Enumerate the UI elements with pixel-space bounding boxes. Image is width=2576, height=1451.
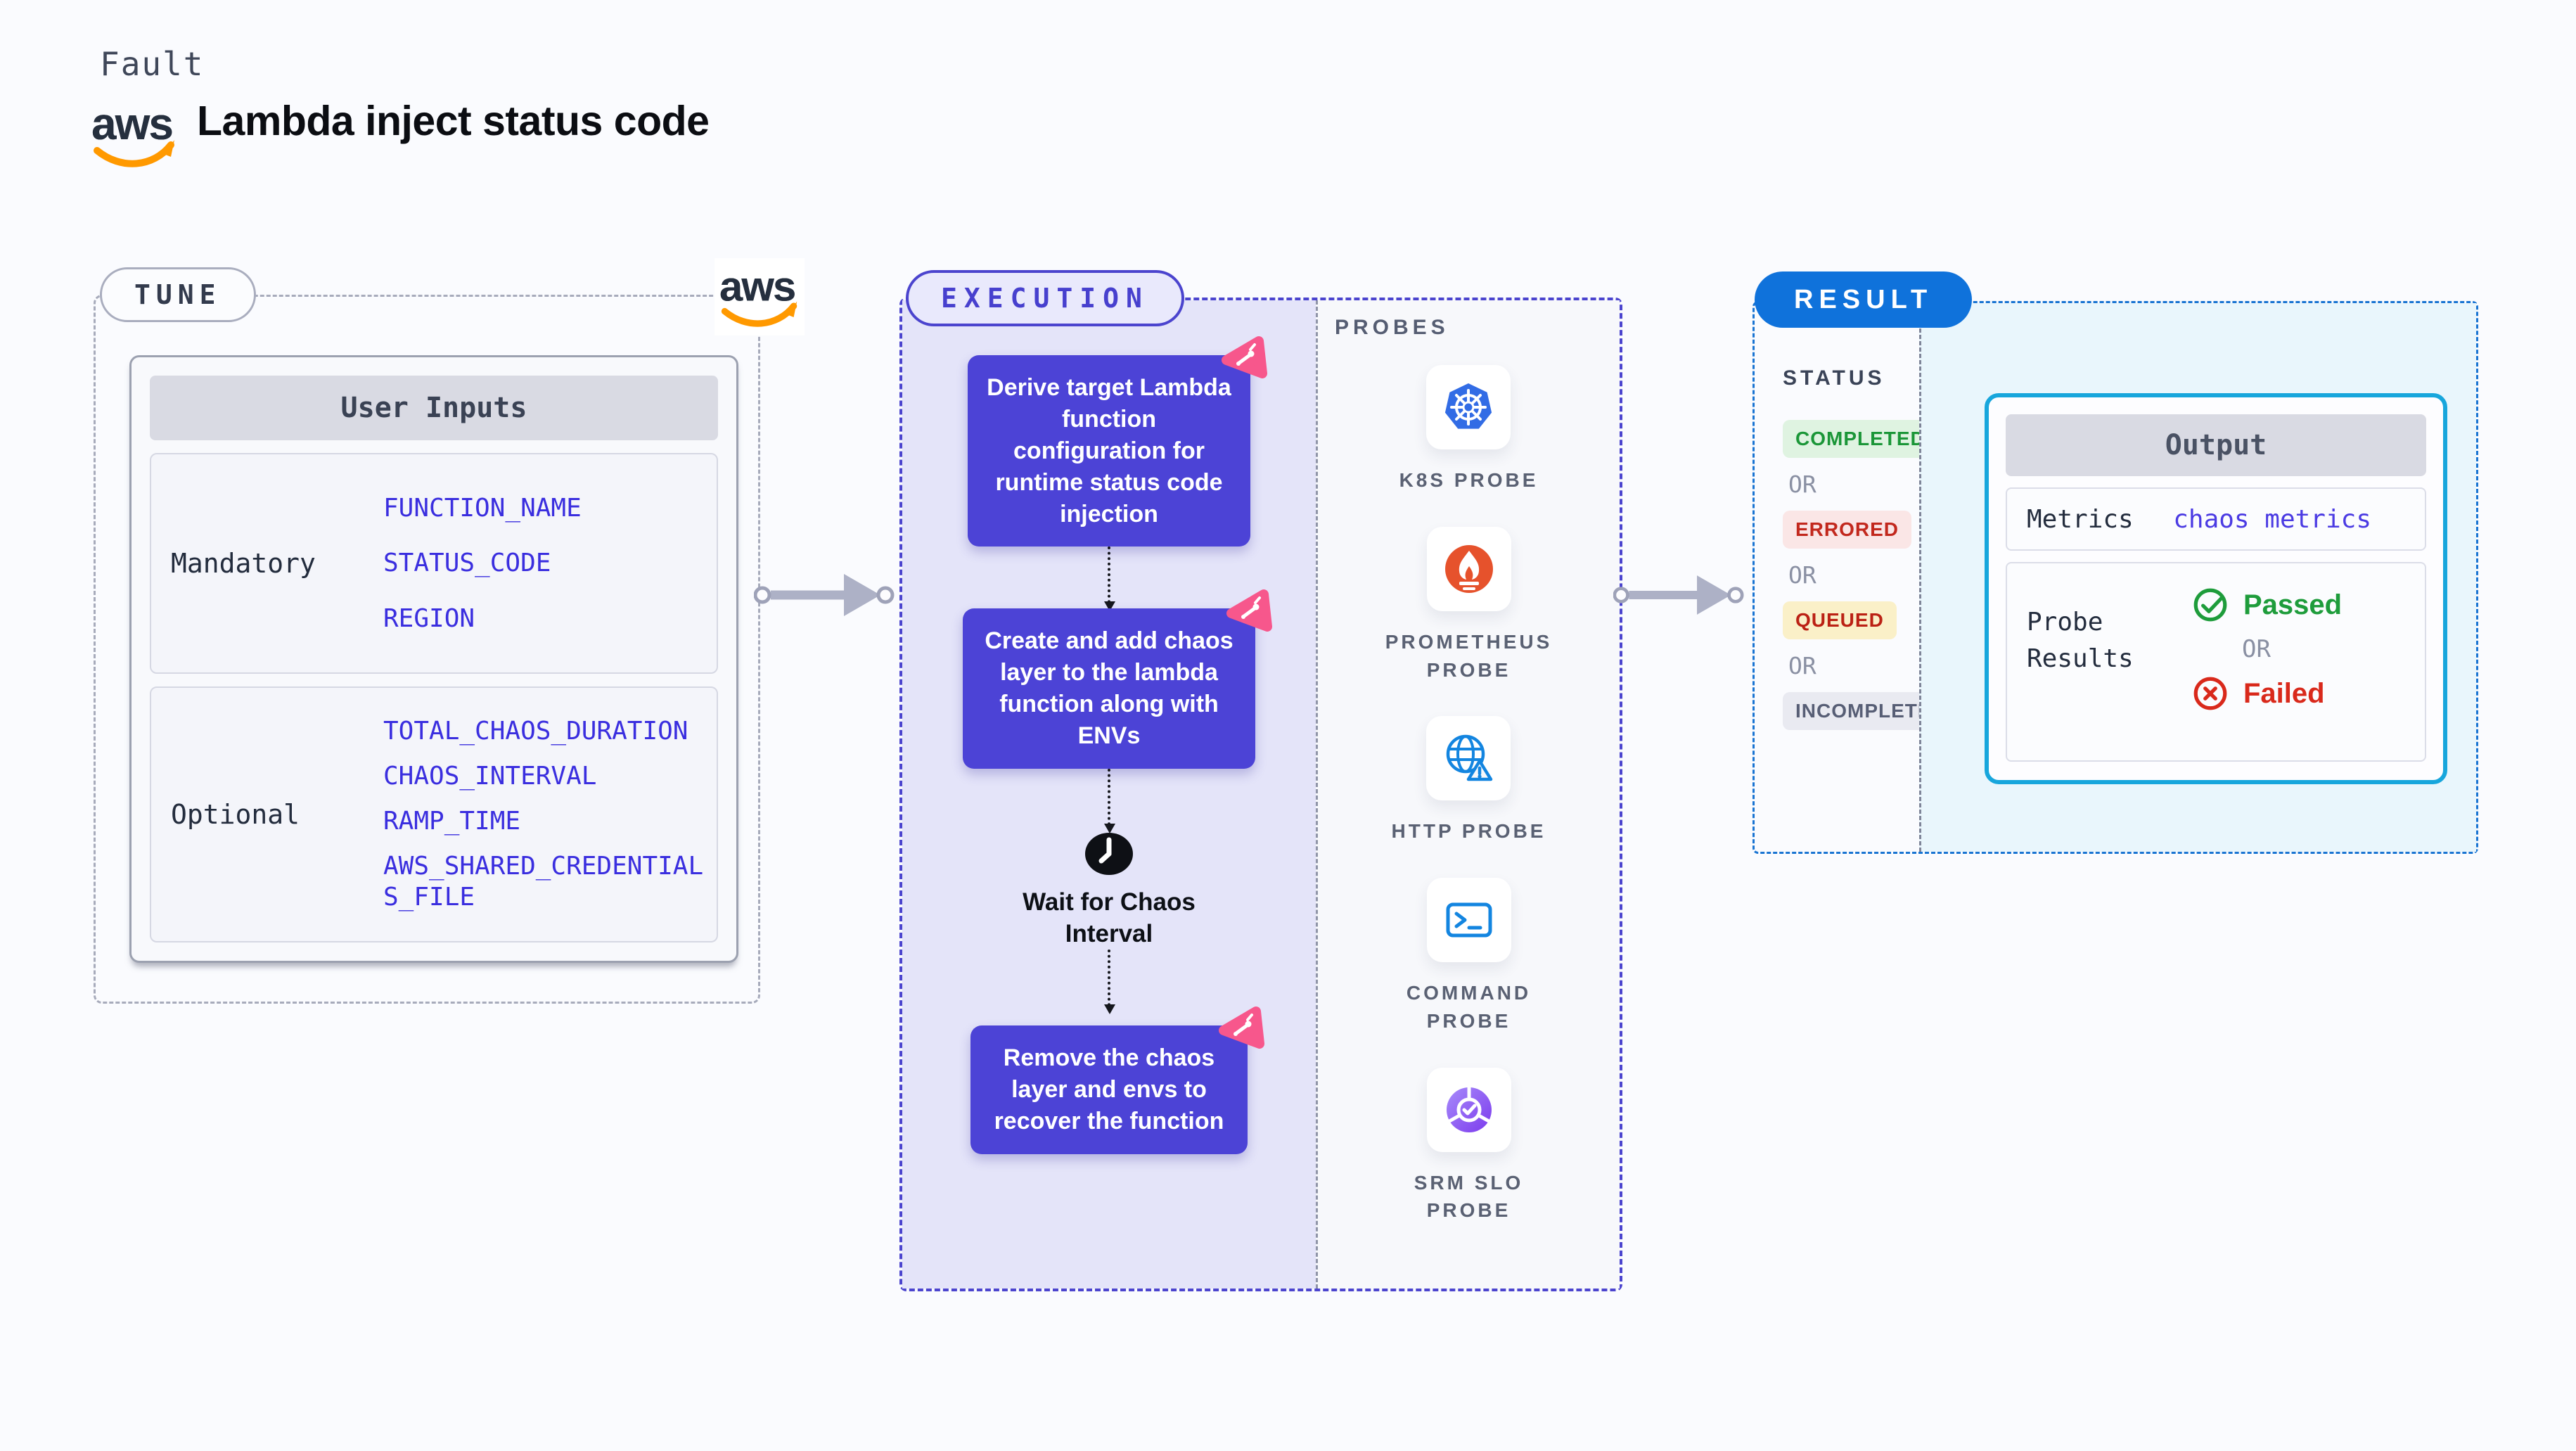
status-column: STATUS COMPLETED OR ERRORED OR QUEUED OR… (1755, 303, 1959, 852)
output-card: Output Metrics chaos metrics Probe Resul… (1985, 393, 2447, 784)
arrow-down-connector (1104, 950, 1115, 1015)
probe-card (1426, 716, 1511, 801)
result-section: RESULT STATUS COMPLETED OR ERRORED OR QU… (1752, 271, 2478, 854)
output-header: Output (2006, 414, 2426, 476)
probe-label: K8S PROBE (1399, 469, 1539, 491)
failed-line: Failed (2191, 675, 2342, 712)
mandatory-params: FUNCTION_NAME STATUS_CODE REGION (383, 454, 717, 672)
srm-slo-icon (1444, 1085, 1494, 1135)
clock-icon (1084, 831, 1134, 877)
metrics-label: Metrics (2027, 504, 2134, 534)
execution-to-result-arrow-icon (1613, 568, 1744, 622)
or-separator: OR (1788, 471, 1816, 498)
user-inputs-header: User Inputs (150, 376, 718, 440)
probe-item: HTTP PROBE (1392, 716, 1546, 845)
probe-item: K8S PROBE (1399, 365, 1539, 494)
probes-column: PROBES K8S PROBE PROMETHEUS PROBE HTTP P… (1316, 300, 1620, 1289)
metrics-row: Metrics chaos metrics (2006, 487, 2426, 551)
execution-pill: EXECUTION (906, 270, 1184, 326)
param-item: AWS_SHARED_CREDENTIALS_FILE (383, 852, 704, 912)
litmus-chaos-icon (1218, 334, 1271, 383)
or-separator: OR (1788, 652, 1816, 679)
optional-label: Optional (171, 799, 300, 830)
probe-item: COMMAND PROBE (1371, 878, 1568, 1035)
aws-logo-icon: aws (91, 98, 177, 172)
prometheus-icon (1444, 544, 1493, 593)
user-inputs-card: User Inputs Mandatory FUNCTION_NAME STAT… (129, 355, 738, 963)
metrics-value: chaos metrics (2173, 504, 2371, 534)
param-item: RAMP_TIME (383, 807, 521, 836)
optional-row: Optional TOTAL_CHAOS_DURATION CHAOS_INTE… (150, 686, 718, 942)
status-badge-errored: ERRORED (1783, 511, 1912, 549)
mandatory-row: Mandatory FUNCTION_NAME STATUS_CODE REGI… (150, 453, 718, 674)
status-badge-queued: QUEUED (1783, 601, 1897, 639)
http-globe-icon (1443, 733, 1494, 784)
probes-heading: PROBES (1335, 316, 1449, 339)
step-box: Remove the chaos layer and envs to recov… (970, 1025, 1248, 1155)
probe-item: SRM SLO PROBE (1371, 1067, 1568, 1225)
output-panel: Output Metrics chaos metrics Probe Resul… (1919, 303, 2476, 852)
check-circle-icon (2191, 586, 2229, 624)
param-item: CHAOS_INTERVAL (383, 762, 597, 791)
tune-pill: TUNE (100, 267, 256, 322)
probe-results-row: Probe Results Passed OR Failed (2006, 562, 2426, 762)
status-badge-completed: COMPLETED (1783, 420, 1938, 458)
arrow-down-connector (1104, 546, 1115, 612)
kubernetes-icon (1444, 382, 1494, 430)
step-text: Create and add chaos layer to the lambda… (985, 627, 1233, 749)
probe-card (1426, 1067, 1511, 1152)
status-heading: STATUS (1783, 366, 1885, 390)
wait-group: Wait for Chaos Interval (1011, 831, 1207, 950)
tune-section: TUNE aws User Inputs Mandatory FUNCTION_… (94, 258, 805, 1004)
param-item: TOTAL_CHAOS_DURATION (383, 717, 688, 746)
aws-logo-text: aws (91, 98, 172, 149)
step-box: Derive target Lambda function configurat… (968, 355, 1250, 547)
passed-line: Passed (2191, 586, 2342, 624)
tune-to-execution-arrow-icon (754, 568, 895, 622)
litmus-chaos-icon (1223, 587, 1276, 637)
or-separator: OR (2242, 635, 2271, 663)
terminal-icon (1444, 895, 1494, 945)
wait-label: Wait for Chaos Interval (1023, 888, 1196, 947)
probe-label: SRM SLO PROBE (1414, 1171, 1524, 1222)
aws-logo-text: aws (719, 263, 795, 310)
optional-params: TOTAL_CHAOS_DURATION CHAOS_INTERVAL RAMP… (383, 688, 717, 941)
probe-card (1426, 526, 1511, 611)
execution-section: EXECUTION Derive target Lambda function … (899, 270, 1622, 1291)
step-text: Derive target Lambda function configurat… (987, 374, 1231, 528)
litmus-chaos-icon (1215, 1004, 1269, 1054)
page-title: Lambda inject status code (197, 98, 710, 144)
arrow-down-connector (1104, 768, 1115, 833)
result-pill: RESULT (1755, 271, 1973, 328)
failed-label: Failed (2243, 677, 2325, 709)
step-text: Remove the chaos layer and envs to recov… (994, 1044, 1224, 1135)
probe-card (1426, 878, 1511, 962)
step-box: Create and add chaos layer to the lambda… (963, 608, 1255, 769)
or-separator: OR (1788, 561, 1816, 589)
probe-label: PROMETHEUS PROBE (1385, 630, 1553, 681)
param-item: STATUS_CODE (383, 549, 551, 578)
probe-results-label: Probe Results (2027, 608, 2134, 674)
fault-kicker: Fault (100, 45, 205, 83)
execution-flow-column: Derive target Lambda function configurat… (902, 300, 1316, 1289)
param-item: REGION (383, 603, 475, 633)
aws-logo-icon: aws (719, 262, 800, 331)
probe-label: COMMAND PROBE (1406, 982, 1532, 1032)
mandatory-label: Mandatory (171, 548, 316, 579)
aws-corner-badge: aws (715, 258, 805, 335)
probe-item: PROMETHEUS PROBE (1371, 526, 1568, 684)
probe-card (1426, 365, 1511, 449)
passed-label: Passed (2243, 589, 2343, 620)
param-item: FUNCTION_NAME (383, 493, 582, 523)
probe-results-values: Passed OR Failed (2191, 586, 2342, 739)
x-circle-icon (2191, 675, 2229, 712)
probe-label: HTTP PROBE (1391, 820, 1546, 843)
